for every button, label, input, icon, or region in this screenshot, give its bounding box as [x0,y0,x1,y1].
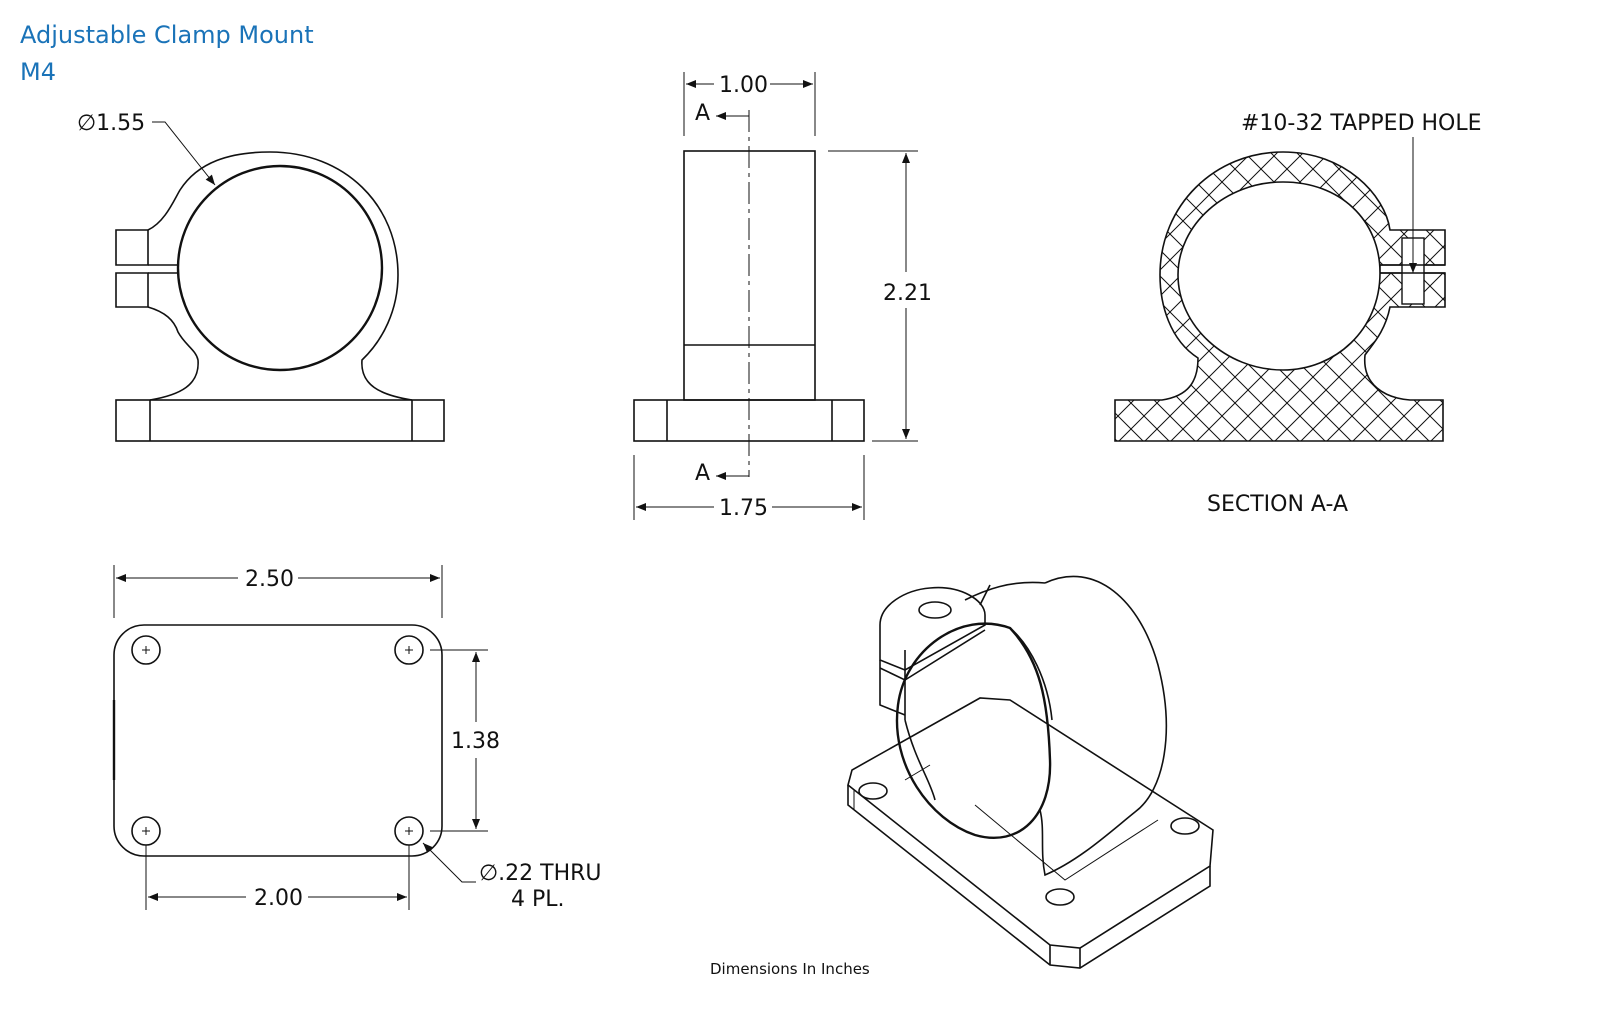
mounting-hole [131,635,161,665]
mounting-hole [394,816,424,846]
section-marker-bottom: A [695,461,710,486]
mounting-hole [131,816,161,846]
section-title: SECTION A-A [1207,492,1348,517]
bore-circle [176,164,384,372]
drawing-title: Adjustable Clamp Mount [20,21,314,49]
bottom-view: 2.50 1.38 2.00 ∅.22 THRU 4 PL. [112,565,602,912]
dim-base-depth: 1.75 [719,496,768,521]
hole-count: 4 PL. [511,887,565,912]
tapped-hole-label: #10-32 TAPPED HOLE [1241,111,1482,136]
dim-base-length: 2.50 [245,567,294,592]
svg-text:∅.22 THRU: ∅.22 THRU [479,861,602,886]
dim-width: 1.00 [719,73,768,98]
dim-hole-spacing-x: 2.00 [254,886,303,911]
dim-height: 2.21 [883,281,932,306]
isometric-view [847,575,1214,969]
side-view: A A 1.00 2.21 1.75 [633,72,932,521]
section-view: #10-32 TAPPED HOLE SECTION A-A [1114,111,1482,517]
drawing-subtitle: M4 [20,58,56,86]
svg-text:∅1.55: ∅1.55 [77,111,145,136]
front-view: ∅1.55 [77,111,445,442]
footer-note: Dimensions In Inches [710,960,870,978]
section-marker-top: A [695,101,710,126]
dim-hole-spacing-y: 1.38 [451,729,500,754]
mounting-hole [394,635,424,665]
